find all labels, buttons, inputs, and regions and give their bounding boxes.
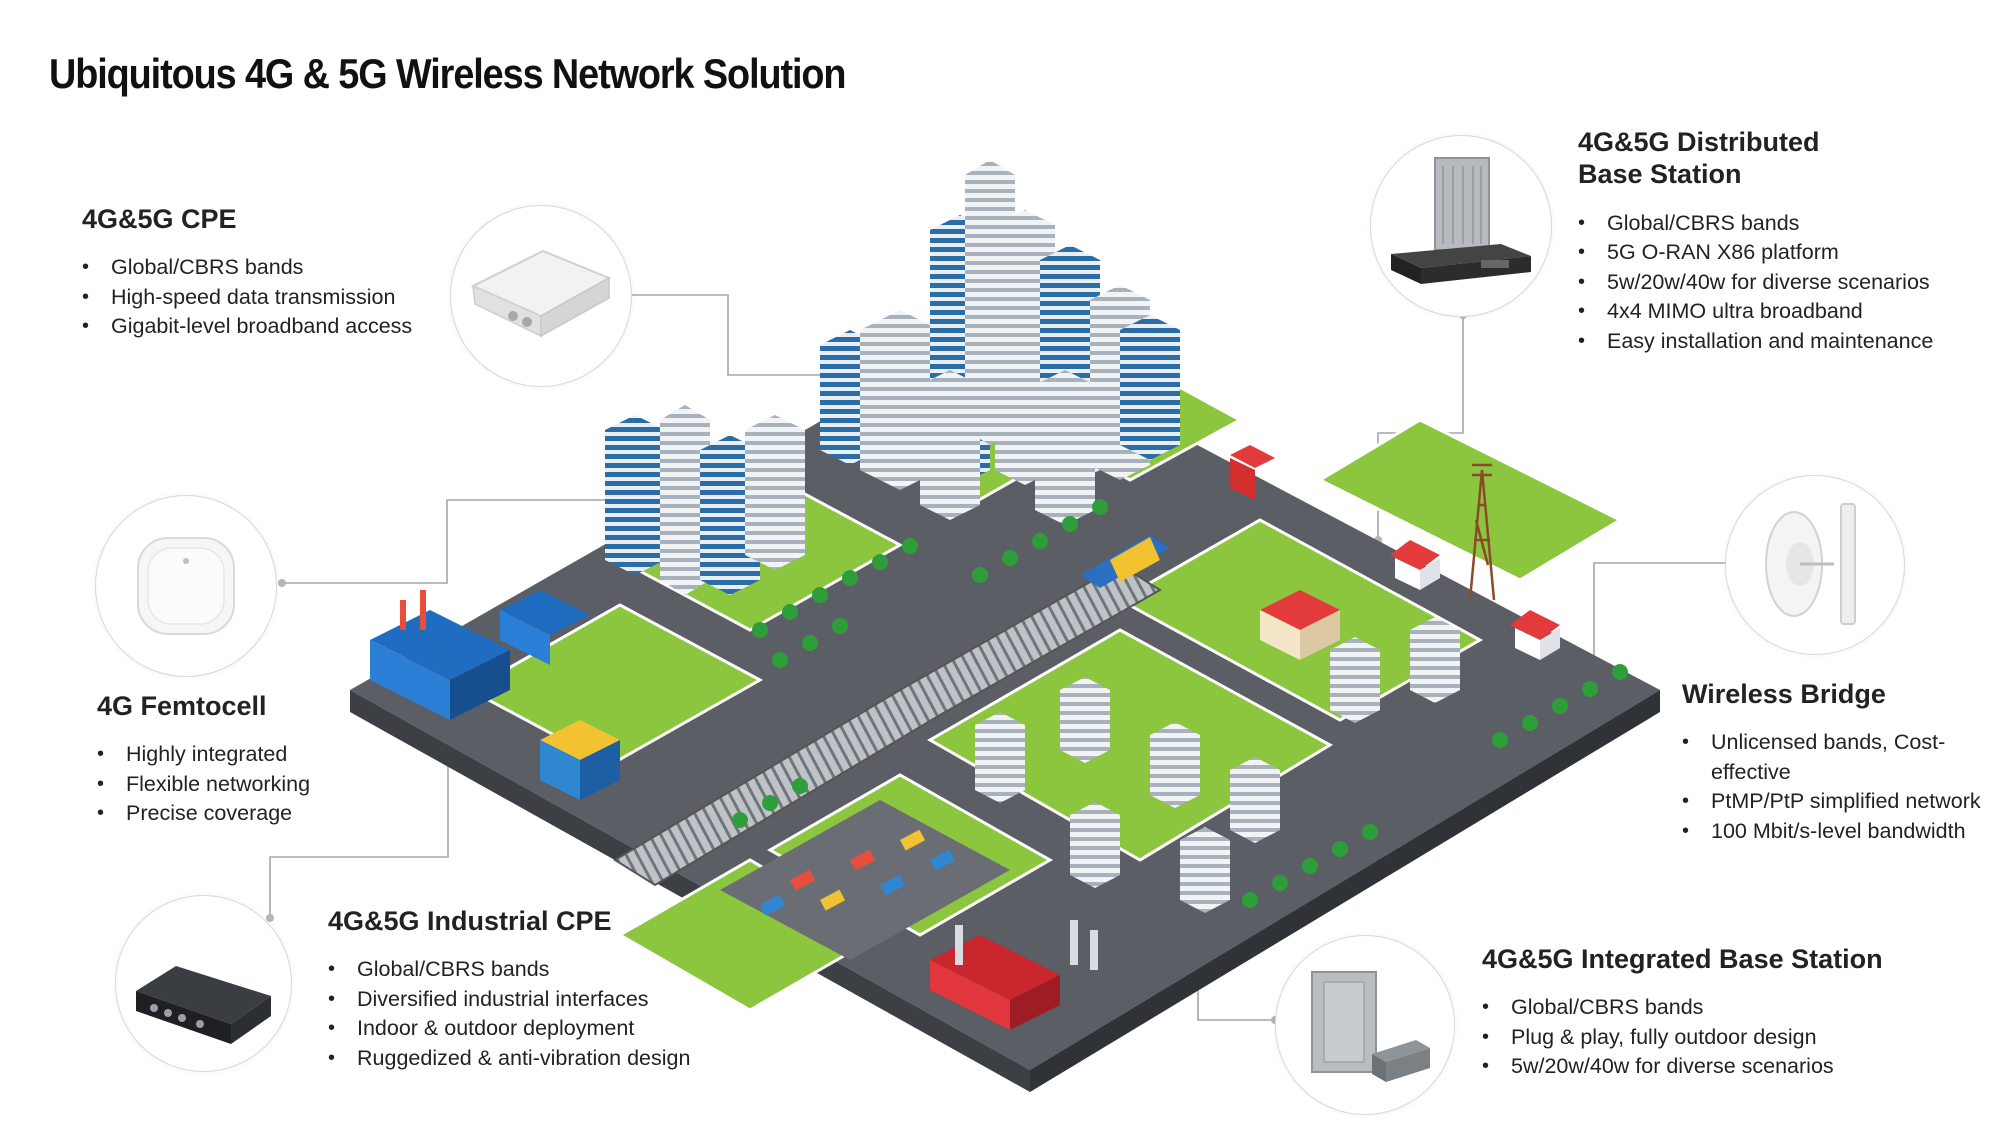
feature-item: 5w/20w/40w for diverse scenarios (1482, 1052, 1883, 1082)
product-industrial-cpe-title: 4G&5G Industrial CPE (328, 906, 612, 936)
left-skyscrapers (605, 405, 805, 595)
product-integrated-bs: 4G&5G Integrated Base Station Global/CBR… (1482, 943, 1883, 1082)
feature-item: Plug & play, fully outdoor design (1482, 1023, 1883, 1053)
product-femtocell-features: Highly integrated Flexible networking Pr… (97, 740, 310, 829)
blue-office-building (540, 720, 620, 800)
feature-item: Indoor & outdoor deployment (328, 1014, 690, 1044)
feature-item: Unlicensed bands, Cost-effective (1682, 728, 2000, 787)
ceiling-femtocell-icon (95, 495, 277, 677)
product-femtocell-title: 4G Femtocell (97, 691, 267, 721)
telecom-tower (1468, 463, 1496, 601)
product-cpe-title: 4G&5G CPE (82, 204, 237, 234)
dish-antenna-icon (1725, 475, 1905, 655)
feature-item: High-speed data transmission (82, 283, 412, 313)
product-distributed-bs: 4G&5G Distributed Base Station Global/CB… (1578, 126, 1933, 356)
feature-item: 5G O-RAN X86 platform (1578, 238, 1933, 268)
school-building (1260, 590, 1340, 660)
feature-item: Precise coverage (97, 799, 310, 829)
outdoor-base-station-icon (1275, 935, 1455, 1115)
feature-item: Global/CBRS bands (82, 253, 412, 283)
trees (732, 499, 1628, 908)
feature-item: Global/CBRS bands (1482, 993, 1883, 1023)
feature-item: PtMP/PtP simplified network (1682, 787, 2000, 817)
product-cpe-features: Global/CBRS bands High-speed data transm… (82, 253, 412, 342)
feature-item: Gigabit-level broadband access (82, 312, 412, 342)
blue-factory (370, 590, 590, 720)
product-distributed-bs-title: 4G&5G Distributed Base Station (1578, 126, 1933, 191)
product-wireless-bridge-title: Wireless Bridge (1682, 679, 1886, 709)
page-title: Ubiquitous 4G & 5G Wireless Network Solu… (49, 50, 847, 97)
parking-lot (720, 800, 1010, 960)
product-industrial-cpe: 4G&5G Industrial CPE Global/CBRS bands D… (328, 905, 690, 1073)
feature-item: 100 Mbit/s-level bandwidth (1682, 817, 2000, 847)
red-industrial-plant (930, 920, 1098, 1030)
router-icon (450, 205, 632, 387)
product-wireless-bridge: Wireless Bridge Unlicensed bands, Cost-e… (1682, 678, 2000, 846)
feature-item: Diversified industrial interfaces (328, 985, 690, 1015)
feature-item: Global/CBRS bands (328, 955, 690, 985)
feature-item: Flexible networking (97, 770, 310, 800)
title-line: Base Station (1578, 159, 1742, 190)
feature-item: 4x4 MIMO ultra broadband (1578, 297, 1933, 327)
houses (1230, 445, 1560, 660)
downtown-skyscrapers (820, 160, 1180, 525)
elevated-railway (613, 535, 1170, 887)
product-integrated-bs-features: Global/CBRS bands Plug & play, fully out… (1482, 993, 1883, 1082)
product-integrated-bs-title: 4G&5G Integrated Base Station (1482, 944, 1883, 974)
product-industrial-cpe-features: Global/CBRS bands Diversified industrial… (328, 955, 690, 1073)
feature-item: Easy installation and maintenance (1578, 327, 1933, 357)
product-distributed-bs-features: Global/CBRS bands 5G O-RAN X86 platform … (1578, 209, 1933, 357)
product-cpe: 4G&5G CPE Global/CBRS bands High-speed d… (82, 203, 412, 342)
radio-unit-server-icon (1370, 135, 1552, 317)
product-wireless-bridge-features: Unlicensed bands, Cost-effective PtMP/Pt… (1682, 728, 2000, 846)
residential-buildings (975, 617, 1460, 913)
product-femtocell: 4G Femtocell Highly integrated Flexible … (97, 690, 310, 829)
feature-item: Ruggedized & anti-vibration design (328, 1044, 690, 1074)
title-line: 4G&5G Distributed (1578, 127, 1820, 157)
industrial-gateway-icon (115, 895, 292, 1072)
feature-item: 5w/20w/40w for diverse scenarios (1578, 268, 1933, 298)
feature-item: Highly integrated (97, 740, 310, 770)
feature-item: Global/CBRS bands (1578, 209, 1933, 239)
